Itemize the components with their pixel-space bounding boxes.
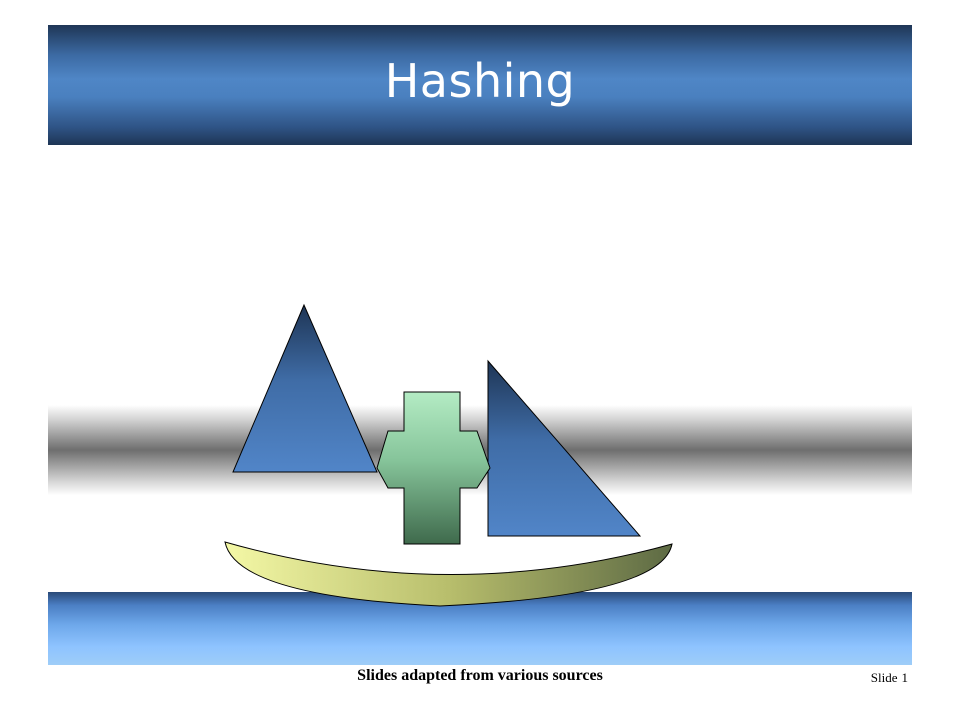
- slide-number-value: 1: [901, 670, 909, 685]
- slide-label: Slide: [870, 670, 898, 685]
- right-triangle-shape: [487, 359, 642, 537]
- curved-bowl-shape: [224, 541, 673, 607]
- slide-title: Hashing: [384, 54, 576, 108]
- footer-text: Slides adapted from various sources: [357, 667, 603, 684]
- triangle-shape: [232, 303, 378, 473]
- cross-arrow-shape: [376, 391, 491, 545]
- title-banner: Hashing: [48, 25, 912, 145]
